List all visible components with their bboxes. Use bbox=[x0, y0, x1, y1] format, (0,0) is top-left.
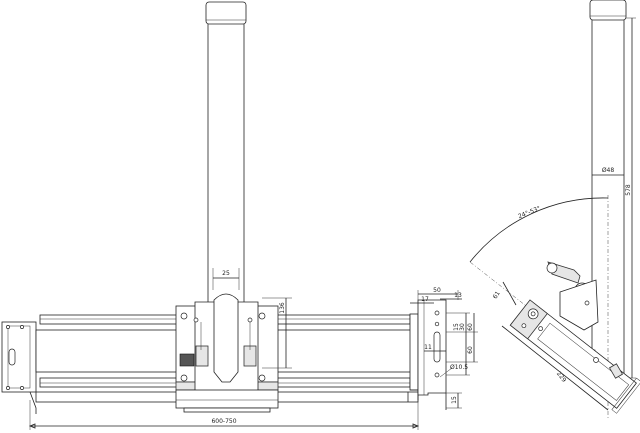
front-dimensions: 600-750 25 136 bbox=[28, 268, 420, 430]
dim-hole-diameter: Ø10.5 bbox=[450, 364, 468, 371]
dim-tilt-angle: 24°-53° bbox=[517, 205, 541, 220]
dim-arm-229: 229 bbox=[555, 370, 568, 383]
center-bracket bbox=[175, 293, 279, 413]
dim-plate-50: 50 bbox=[433, 287, 441, 294]
plate-side-view: 50 17 13 30 15 60 11 60 Ø10.5 15 bbox=[410, 287, 478, 410]
plate-dimensions: 50 17 13 30 15 60 11 60 Ø10.5 15 bbox=[410, 287, 478, 409]
dim-plate-60-top: 60 bbox=[467, 323, 474, 331]
dim-plate-15-bottom: 15 bbox=[451, 396, 458, 404]
tilt-side-view: Ø48 578 24°-53° bbox=[469, 0, 640, 420]
dim-pole-length: 578 bbox=[625, 184, 632, 196]
dim-pole-diameter: Ø48 bbox=[602, 167, 615, 174]
dim-bracket-height: 136 bbox=[279, 302, 286, 314]
dim-total-width: 600-750 bbox=[211, 418, 236, 425]
dim-plate-60-bottom: 60 bbox=[467, 346, 474, 354]
dim-plate-11: 11 bbox=[424, 344, 432, 351]
right-end-plate bbox=[409, 313, 419, 400]
dim-plate-17: 17 bbox=[421, 296, 429, 303]
front-view: 600-750 25 136 bbox=[1, 1, 420, 430]
dim-plate-30: 30 bbox=[459, 323, 466, 331]
dim-plate-15: 15 bbox=[453, 323, 460, 331]
dim-plate-13: 13 bbox=[454, 292, 462, 299]
dim-pole-width: 25 bbox=[222, 270, 230, 277]
left-wall-plate bbox=[1, 321, 37, 414]
dim-arm-61: 61 bbox=[492, 290, 502, 300]
